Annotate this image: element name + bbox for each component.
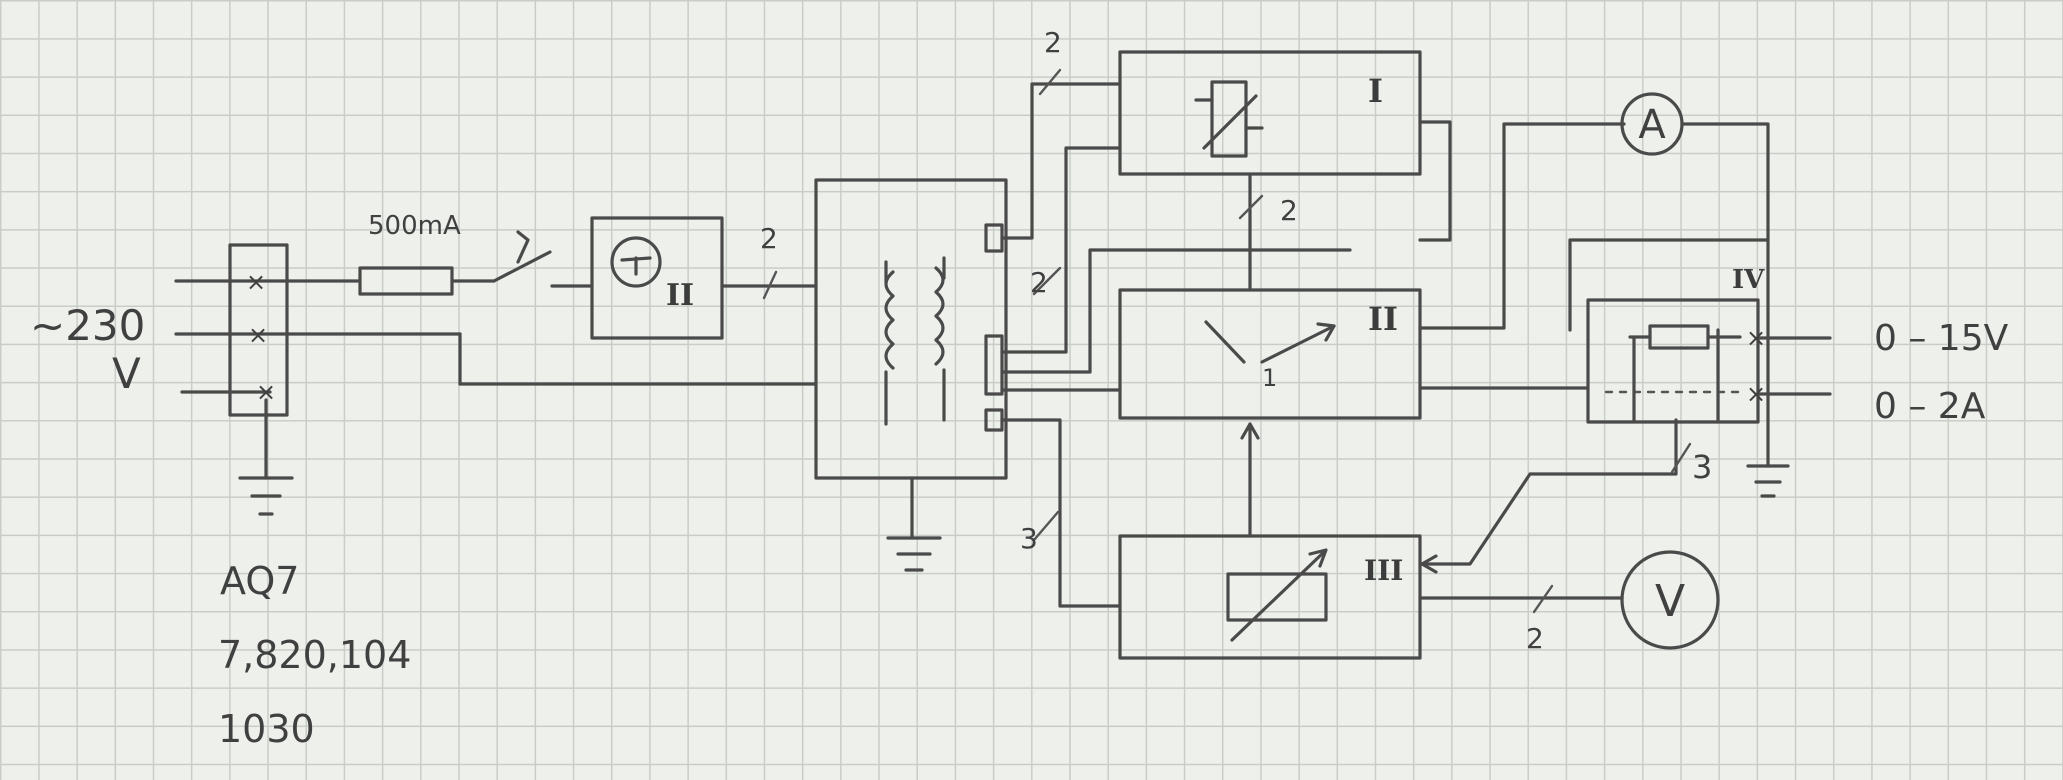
note-line-3: 1030 xyxy=(218,707,315,751)
wire-count-2-e: 2 xyxy=(1526,622,1544,655)
fuse-rating-label: 500mA xyxy=(368,211,461,241)
ground-symbol-output xyxy=(1746,464,1790,498)
regulator-block xyxy=(1118,288,1422,420)
filter-block xyxy=(590,216,724,340)
svg-text:×: × xyxy=(248,321,268,349)
wire-count-3-b: 3 xyxy=(1692,448,1712,486)
fuse xyxy=(358,266,454,296)
mains-voltage-unit: V xyxy=(112,349,141,398)
note-line-2: 7,820,104 xyxy=(218,633,411,677)
relay-block xyxy=(1118,50,1422,176)
output-block-label: IV xyxy=(1732,265,1765,295)
voltmeter-label: V xyxy=(1655,576,1685,627)
relay-block-label: I xyxy=(1368,72,1383,110)
transformer-block xyxy=(814,178,1008,540)
svg-text:×: × xyxy=(256,378,276,406)
wire-count-2-c: 2 xyxy=(1030,266,1048,299)
output-terminal-block xyxy=(1586,298,1760,424)
wire-count-2-b: 2 xyxy=(1044,26,1062,59)
ammeter-label: A xyxy=(1638,102,1666,148)
output-current-label: 0 – 2A xyxy=(1874,386,1986,427)
voltmeter xyxy=(1620,550,1720,650)
svg-text:×: × xyxy=(1746,380,1766,408)
ground-symbol-mains xyxy=(238,476,294,516)
wire-count-2-d: 2 xyxy=(1280,194,1298,227)
control-block-label: III xyxy=(1364,554,1403,587)
svg-text:×: × xyxy=(1746,324,1766,352)
filter-block-label: II xyxy=(666,278,694,313)
transistor-pin-label: 1 xyxy=(1262,364,1277,392)
mains-voltage-label: ~230 xyxy=(30,301,145,350)
output-voltage-label: 0 – 15V xyxy=(1874,318,2009,359)
mains-terminal-strip: × × × xyxy=(174,243,462,480)
wire-count-2-a: 2 xyxy=(760,222,778,255)
wire-count-3-a: 3 xyxy=(1020,522,1038,555)
regulator-block-label: II xyxy=(1368,300,1398,338)
mains-switch xyxy=(450,230,594,288)
note-line-1: AQ7 xyxy=(220,559,299,603)
svg-text:×: × xyxy=(246,268,266,296)
ground-symbol-transformer xyxy=(886,536,942,572)
